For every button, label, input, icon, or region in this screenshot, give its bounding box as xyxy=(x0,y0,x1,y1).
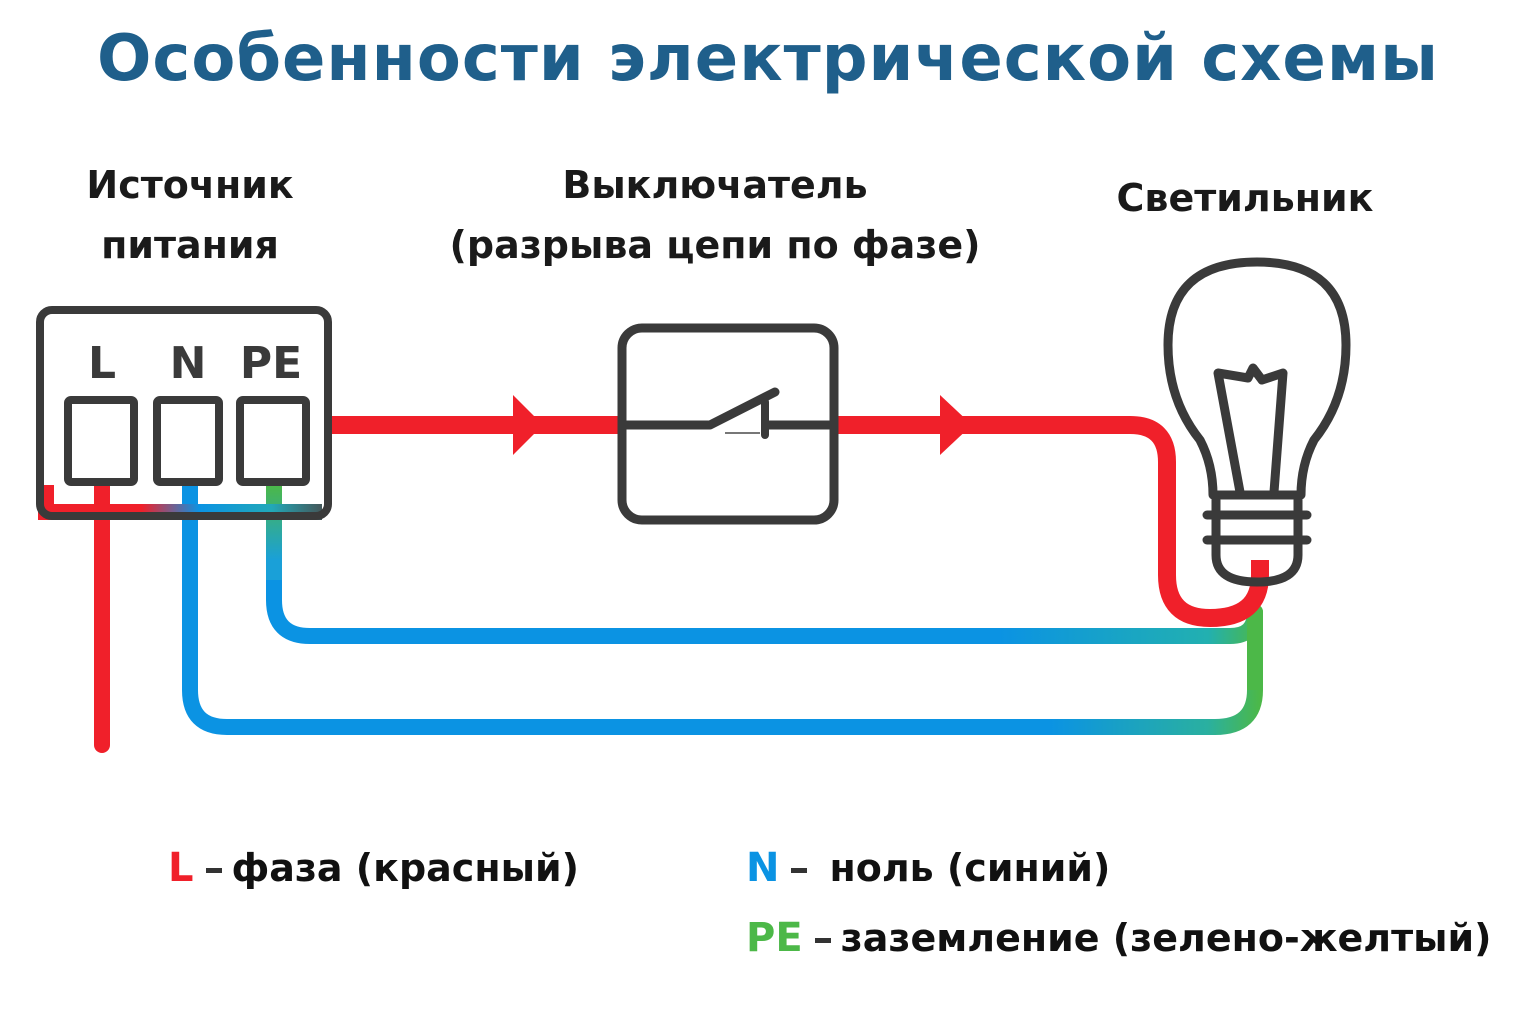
lamp-label: Светильник xyxy=(1116,176,1374,220)
terminal-label-l: L xyxy=(88,338,116,389)
terminal-n xyxy=(153,396,223,486)
switch-label: Выключатель (разрыва цепи по фазе) xyxy=(400,155,1030,275)
legend-key-pe: PE xyxy=(746,915,803,961)
switch-label-line1: Выключатель xyxy=(562,163,868,207)
terminal-label-n: N xyxy=(170,338,207,389)
arrow-icon xyxy=(513,395,543,455)
source-label: Источник питания xyxy=(40,155,340,275)
page-title: Особенности электрической схемы xyxy=(97,22,1439,96)
neutral-wire xyxy=(182,477,1263,735)
terminal-pe xyxy=(236,396,310,486)
source-label-line2: питания xyxy=(101,223,279,267)
terminal-l xyxy=(64,396,138,486)
legend-key-n: N xyxy=(746,845,780,891)
dash-icon xyxy=(791,868,808,873)
power-source-box xyxy=(36,306,332,520)
terminal-label-pe: PE xyxy=(240,338,302,389)
arrow-icon xyxy=(940,395,972,455)
phase-wire-to-lamp xyxy=(835,416,1269,628)
switch-label-line2: (разрыва цепи по фазе) xyxy=(449,223,981,267)
legend-item-ground: PE заземление (зелено-желтый) xyxy=(746,915,1492,961)
light-bulb-icon xyxy=(1163,257,1351,587)
legend-key-l: L xyxy=(168,845,194,891)
dash-icon xyxy=(814,938,831,943)
legend-text-phase: фаза (красный) xyxy=(231,846,579,890)
legend-text-neutral: ноль (синий) xyxy=(829,846,1111,890)
switch-symbol xyxy=(617,323,839,525)
legend-text-ground: заземление (зелено-желтый) xyxy=(840,916,1492,960)
source-label-line1: Источник xyxy=(86,163,294,207)
dash-icon xyxy=(205,868,222,873)
